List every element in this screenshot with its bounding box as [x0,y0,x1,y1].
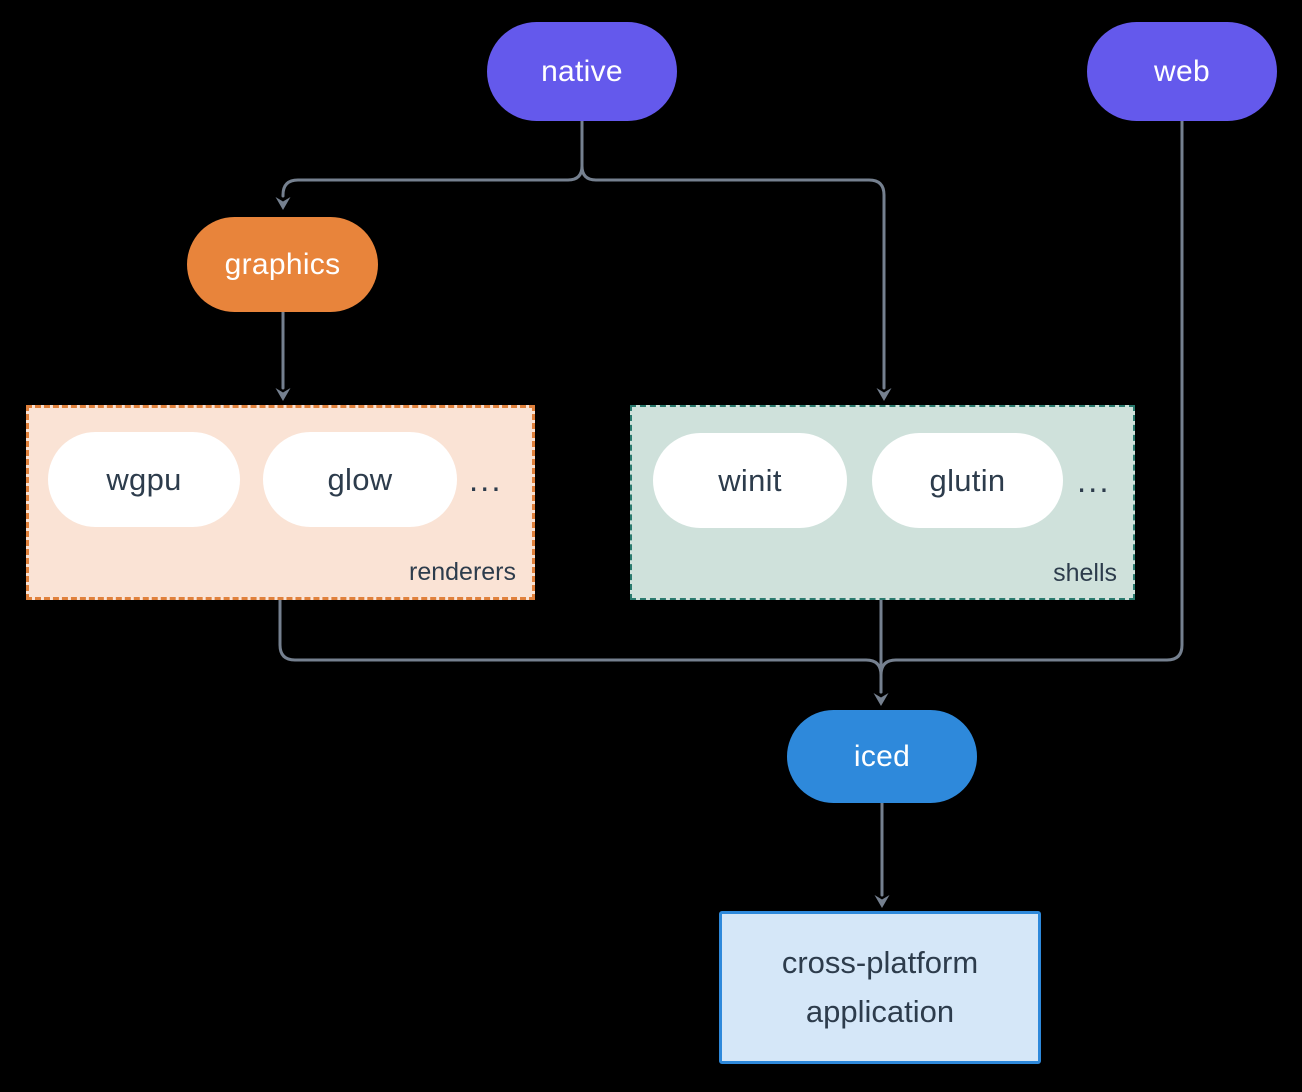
shells-ellipsis: ... [1077,461,1111,499]
node-native: native [487,22,677,121]
arrowhead-into-renderers [275,388,291,401]
group-renderers: wgpu glow ... renderers [26,405,535,600]
arrowhead-into-application [874,895,890,908]
arrowhead-into-graphics [275,197,291,210]
renderers-ellipsis: ... [469,460,503,498]
edge-fork-to-graphics [281,164,584,198]
node-glow: glow [263,432,457,527]
renderers-label: renderers [409,558,516,586]
shells-label: shells [1053,559,1117,587]
group-shells: winit glutin ... shells [630,405,1135,600]
arrowhead-into-shells [876,388,892,401]
node-web: web [1087,22,1277,121]
edge-fork-to-shells [580,164,886,390]
node-cross-platform-application: cross-platform application [719,911,1041,1064]
node-iced: iced [787,710,977,803]
node-graphics: graphics [187,217,378,312]
arrowhead-into-iced [873,693,889,706]
node-glutin: glutin [872,433,1063,528]
edge-web-to-iced [879,119,1184,677]
edge-renderers-to-iced [278,598,883,694]
node-wgpu: wgpu [48,432,240,527]
node-winit: winit [653,433,847,528]
